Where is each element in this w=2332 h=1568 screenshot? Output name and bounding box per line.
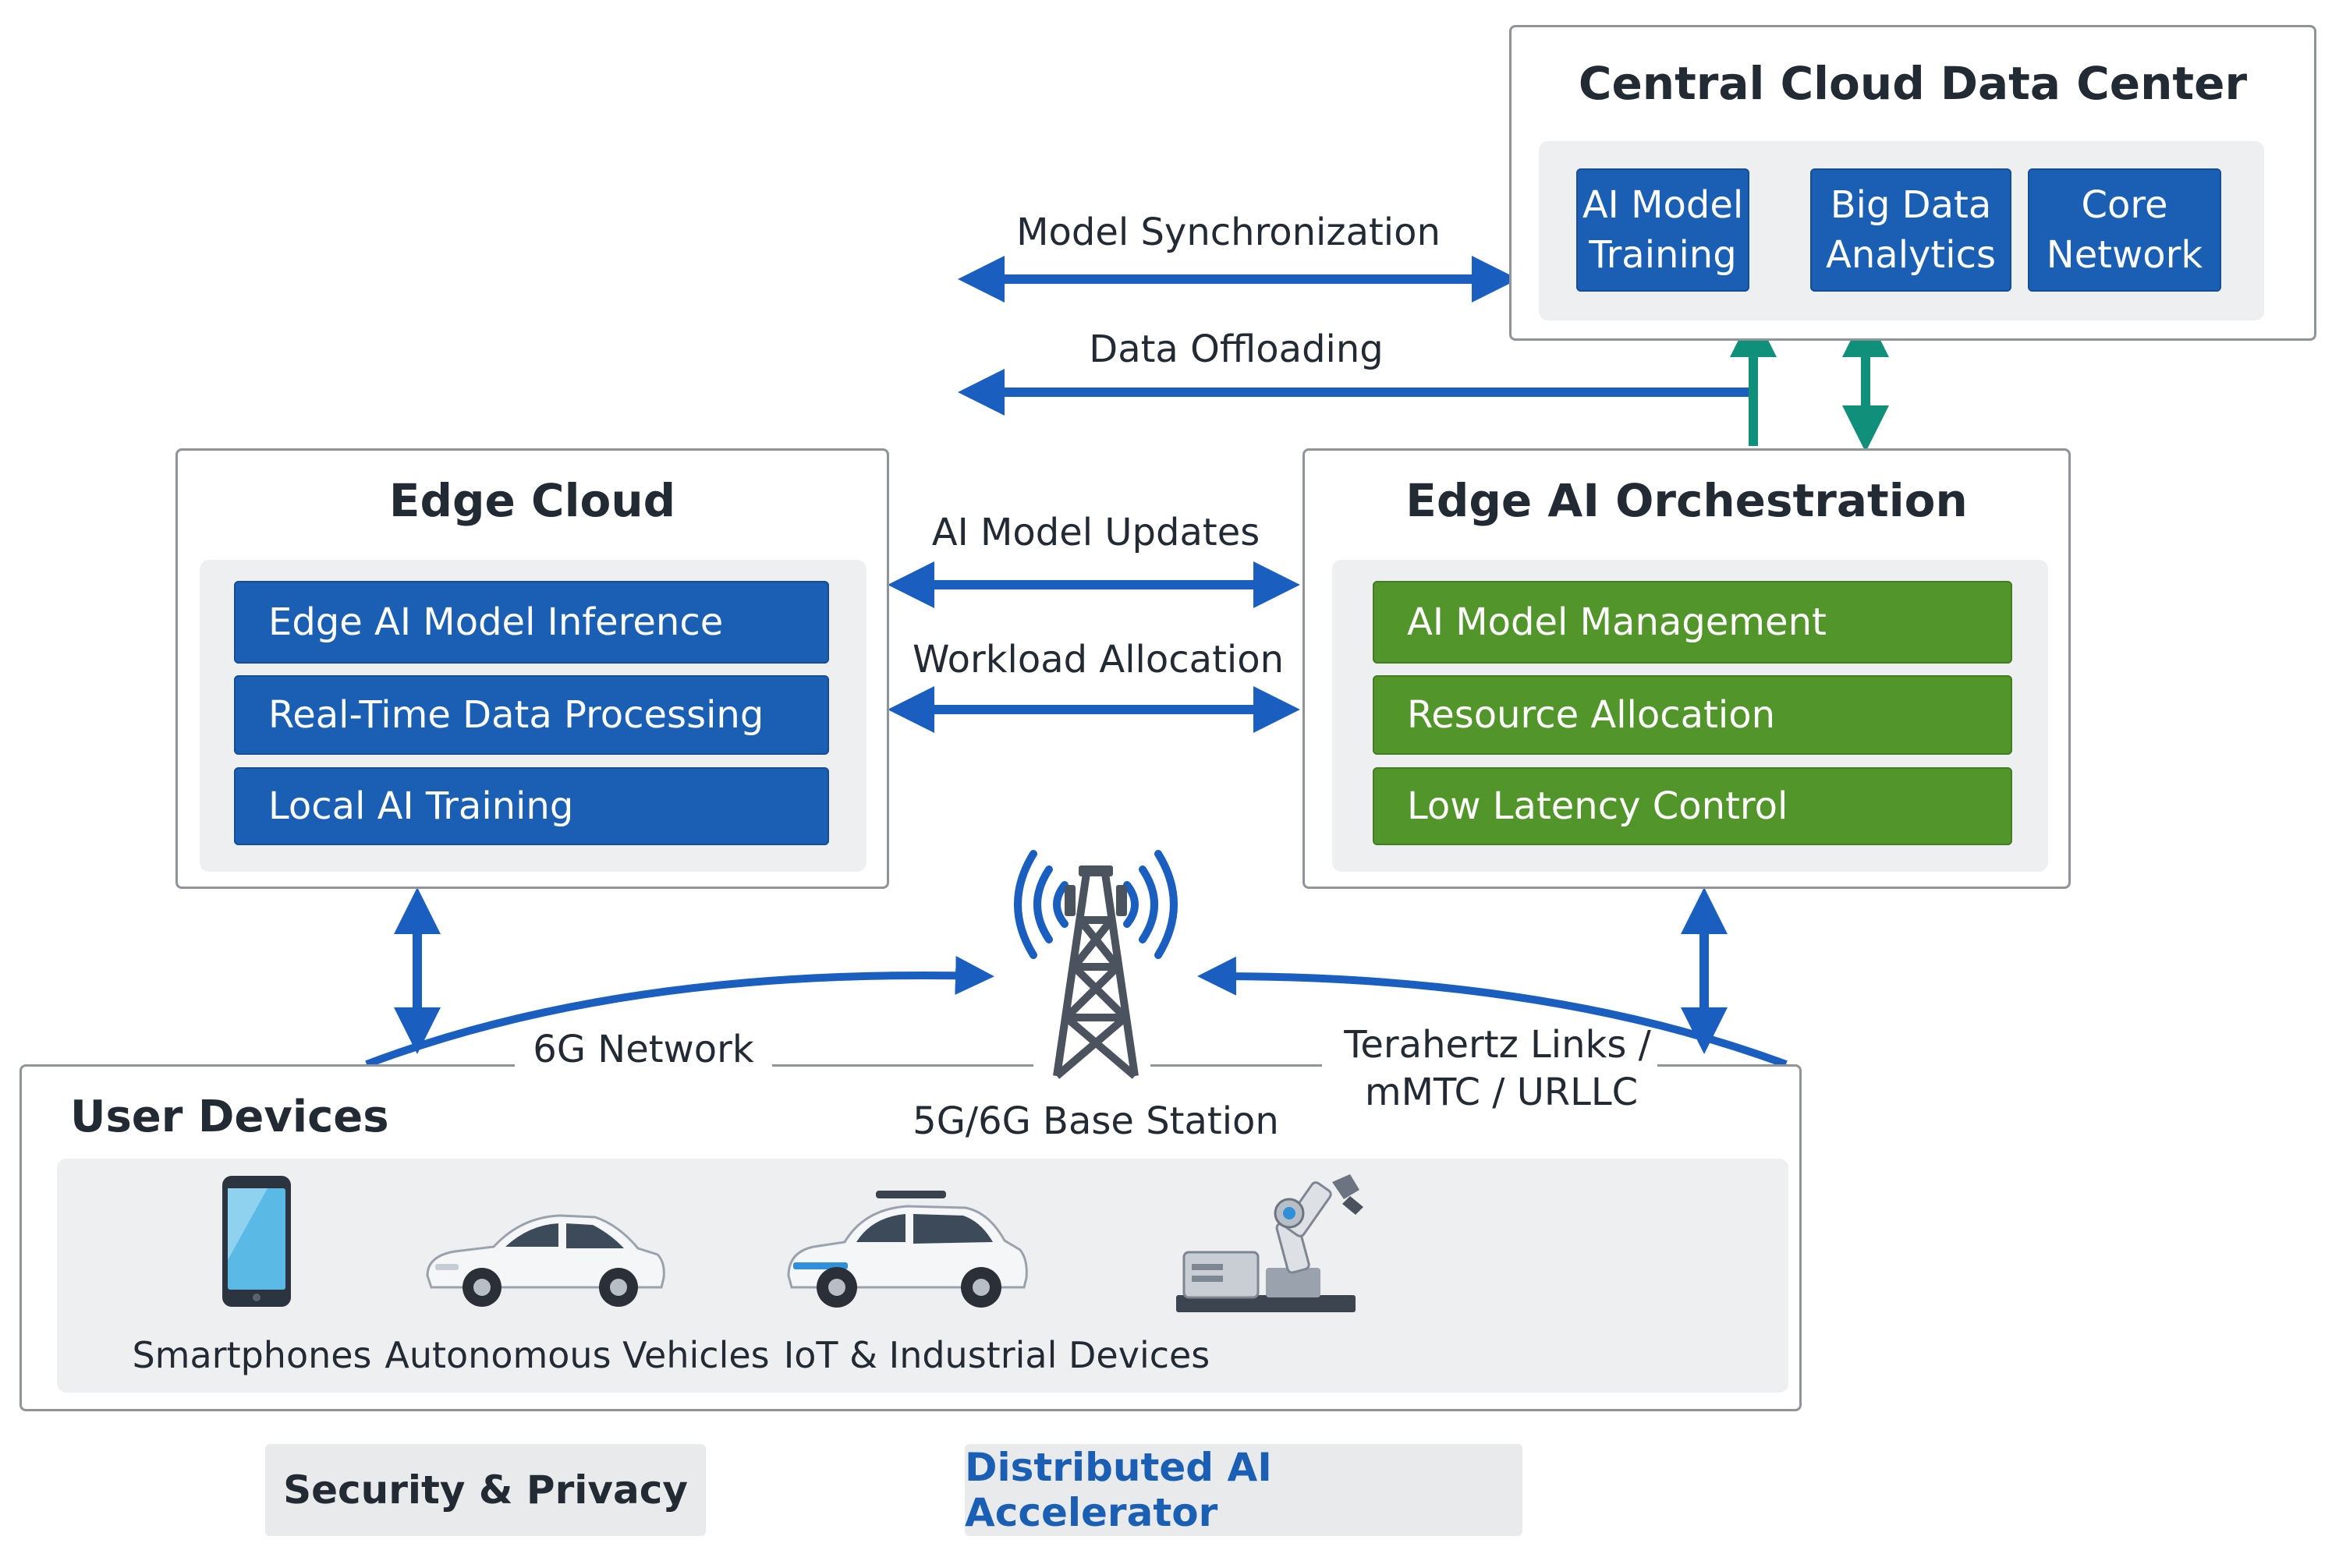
module-realtime-processing: Real-Time Data Processing [234,675,829,755]
module-low-latency-control: Low Latency Control [1373,767,2012,845]
module-big-data-analytics: Big Data Analytics [1810,168,2011,292]
label-terahertz-2: mMTC / URLLC [1364,1071,1639,1114]
label-terahertz-1: Terahertz Links / [1344,1023,1651,1067]
industrial-robot-icon [1176,1174,1363,1312]
label-model-updates: AI Model Updates [931,511,1260,554]
central-cloud-panel: Central Cloud Data Center AI Model Train… [1509,25,2316,341]
device-label-vehicles: Autonomous Vehicles [385,1334,770,1376]
module-ai-model-management: AI Model Management [1373,581,2012,664]
edge-cloud-title: Edge Cloud [388,474,676,527]
orchestration-panel: Edge AI Orchestration AI Model Managemen… [1302,448,2071,889]
sedan-vehicle-icon [426,1214,665,1307]
smartphone-icon [222,1176,291,1307]
border-gap-6g [515,1060,772,1068]
distributed-accelerator-box: Distributed AI Accelerator [965,1444,1522,1536]
border-gap-tower [1033,1060,1150,1068]
module-edge-ai-inference: Edge AI Model Inference [234,581,829,664]
user-devices-inner: Smartphones Autonomous Vehicles IoT & In… [57,1159,1788,1393]
module-core-network: Core Network [2028,168,2221,292]
edge-cloud-panel: Edge Cloud Edge AI Model Inference Real-… [175,448,889,889]
base-station-tower-icon [1014,850,1178,1079]
label-base-station: 5G/6G Base Station [913,1099,1279,1143]
label-data-offloading: Data Offloading [1089,327,1384,371]
border-gap-terahertz [1322,1060,1657,1068]
device-label-smartphones: Smartphones [132,1334,372,1376]
user-devices-panel: User Devices [19,1064,1802,1411]
central-cloud-inner: AI Model Training Big Data Analytics Cor… [1539,141,2264,320]
autonomous-suv-icon [787,1191,1028,1308]
label-model-sync: Model Synchronization [1016,211,1441,254]
edge-cloud-inner: Edge AI Model Inference Real-Time Data P… [200,560,867,872]
user-devices-title: User Devices [70,1092,389,1142]
label-6g-network: 6G Network [533,1028,754,1071]
network-arc-left [365,955,994,1068]
central-cloud-title: Central Cloud Data Center [1578,57,2248,110]
orchestration-inner: AI Model Management Resource Allocation … [1332,560,2048,872]
security-privacy-box: Security & Privacy [265,1444,706,1536]
label-workload-allocation: Workload Allocation [912,638,1285,681]
module-resource-allocation: Resource Allocation [1373,675,2012,755]
network-arc-right [1197,956,1788,1068]
device-label-iot: IoT & Industrial Devices [783,1334,1210,1376]
orchestration-title: Edge AI Orchestration [1405,474,1968,527]
module-ai-model-training: AI Model Training [1576,168,1749,292]
module-local-ai-training: Local AI Training [234,767,829,845]
